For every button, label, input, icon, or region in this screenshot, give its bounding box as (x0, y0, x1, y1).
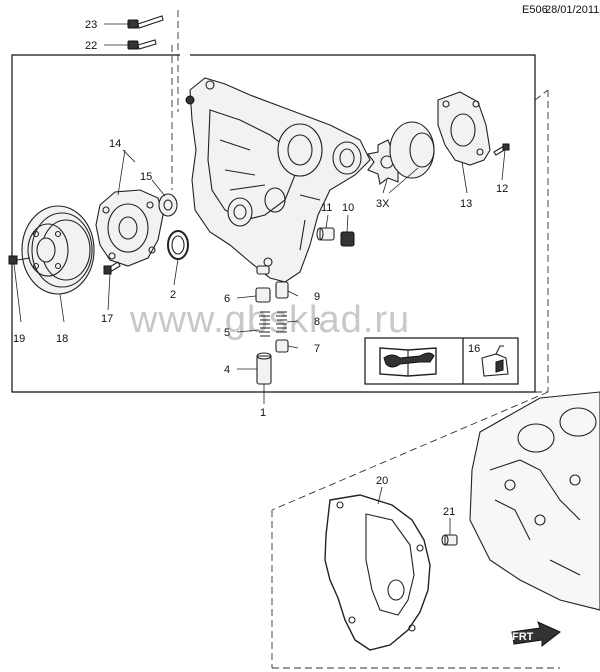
manual-book-icon (379, 347, 437, 377)
dowel-pin-21 (441, 534, 458, 546)
spring-8 (276, 311, 287, 333)
valve-cap-upper (256, 265, 270, 275)
callout-9: 9 (314, 291, 320, 303)
piston-6 (255, 287, 271, 303)
o-ring-2 (167, 230, 189, 260)
front-direction-label: FRT (512, 631, 534, 643)
plug-11 (316, 227, 335, 241)
callout-6: 6 (224, 293, 230, 305)
water-pump-14 (95, 189, 164, 267)
callout-21: 21 (443, 506, 455, 518)
main-frame (11, 54, 536, 393)
leader-lines (13, 149, 506, 535)
callout-11: 11 (321, 202, 332, 214)
oil-can-icon (481, 345, 509, 377)
spring-5 (259, 311, 270, 337)
callout-14: 14 (109, 138, 121, 150)
callout-8: 8 (314, 316, 320, 328)
callout-12: 12 (496, 183, 508, 195)
callout-22: 22 (85, 40, 97, 52)
screw-12 (493, 143, 510, 156)
oil-pump-rotors (367, 121, 435, 185)
housing-4 (256, 355, 272, 385)
piston-9 (275, 281, 289, 299)
callout-20: 20 (376, 475, 388, 487)
callout-13: 13 (460, 198, 472, 210)
diagram-code: E506 (522, 4, 548, 16)
plug-7 (275, 339, 289, 353)
bolt-17 (103, 261, 121, 275)
valve-stack (255, 265, 289, 385)
dashed-guides (171, 10, 560, 669)
callout-7: 7 (314, 343, 320, 355)
bolt-19 (8, 255, 31, 265)
callout-10: 10 (342, 202, 354, 214)
plug-10 (340, 231, 355, 247)
callout-15: 15 (140, 171, 152, 183)
callout-3x: 3X (376, 198, 390, 210)
seal-15 (158, 193, 178, 217)
callout-23: 23 (85, 19, 97, 31)
callout-17: 17 (101, 313, 113, 325)
callout-1: 1 (260, 407, 266, 419)
bolt-23 (127, 15, 164, 29)
callout-labels: 23 22 14 15 2 17 18 19 6 5 4 9 8 7 1 11 … (13, 19, 508, 518)
pump-cover-13 (437, 91, 491, 166)
callout-4: 4 (224, 364, 230, 376)
legend-box: 16 (364, 337, 519, 385)
callout-18: 18 (56, 333, 68, 345)
front-arrow-icon: FRT (511, 621, 561, 648)
bolt-22 (127, 39, 157, 50)
gasket-20 (324, 494, 431, 651)
legend-number: 16 (468, 343, 480, 355)
engine-block (469, 391, 600, 611)
front-cover-housing (185, 77, 371, 283)
callout-19: 19 (13, 333, 25, 345)
callout-5: 5 (224, 327, 230, 339)
diagram-date: 28/01/2011 (545, 4, 600, 16)
pulley-18 (21, 205, 95, 295)
callout-2: 2 (170, 289, 176, 301)
